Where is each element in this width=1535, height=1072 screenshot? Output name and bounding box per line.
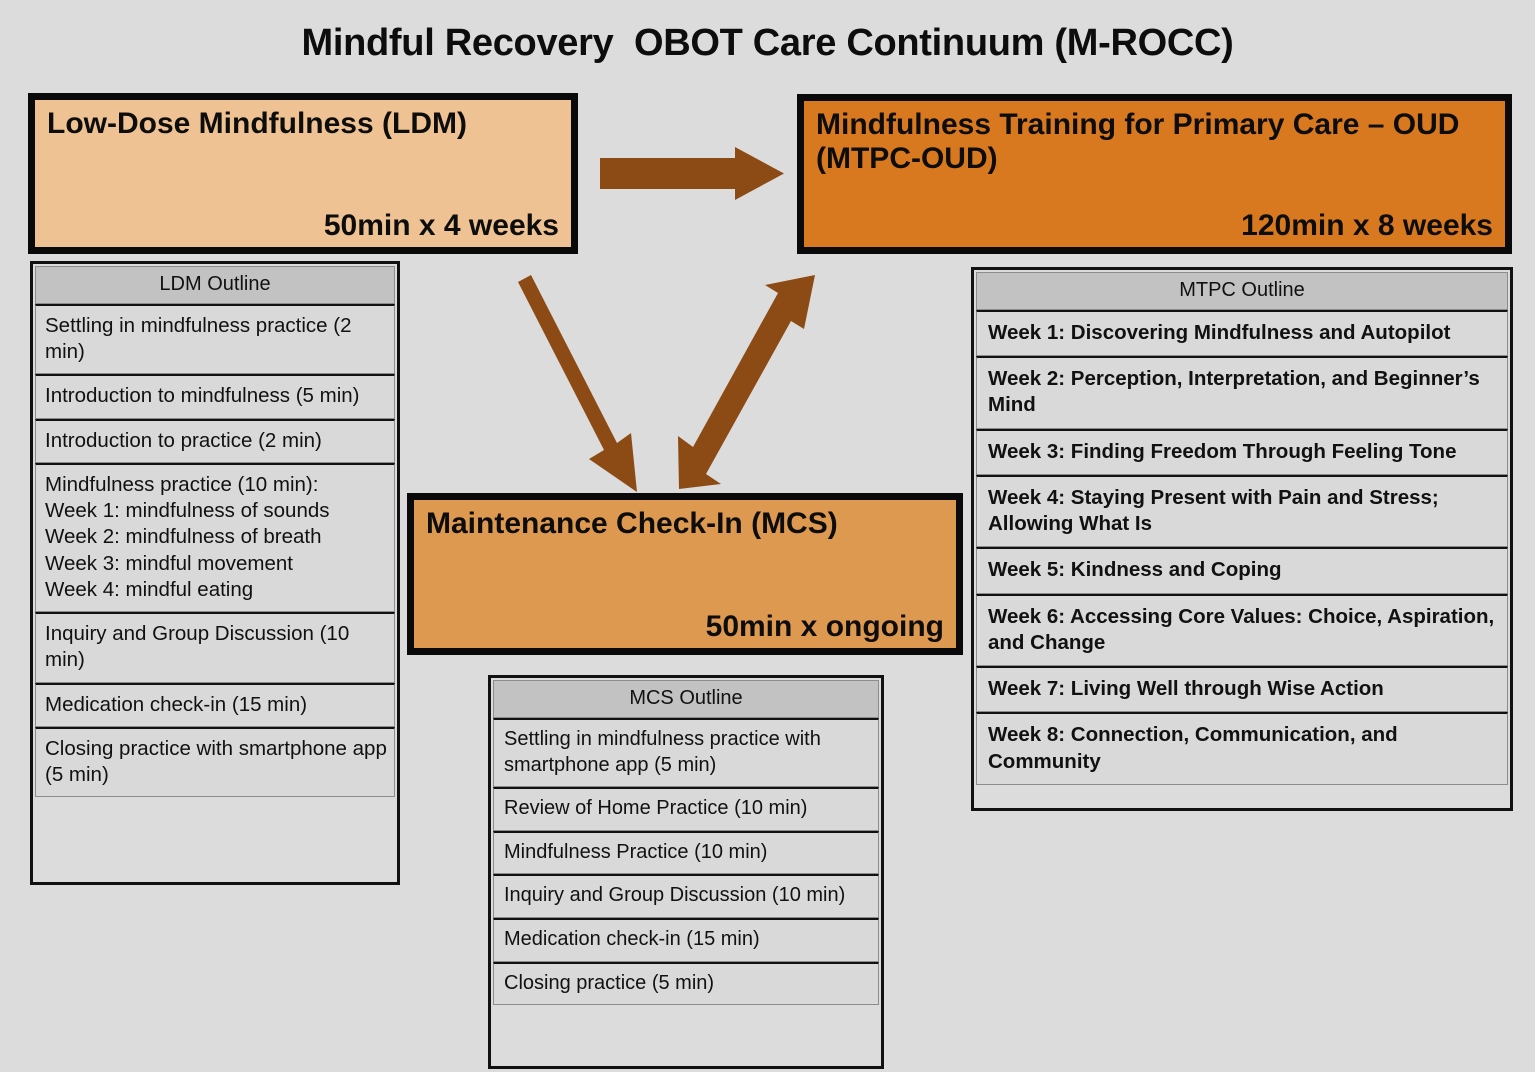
mcs-duration: 50min x ongoing (705, 609, 944, 643)
mtpc-duration: 120min x 8 weeks (1241, 208, 1493, 242)
table-row: Week 1: Discovering Mindfulness and Auto… (976, 310, 1508, 357)
ldm-duration: 50min x 4 weeks (323, 208, 559, 242)
table-row: Introduction to mindfulness (5 min) (35, 374, 395, 419)
ldm-title: Low-Dose Mindfulness (LDM) (47, 107, 467, 140)
page-title: Mindful Recovery OBOT Care Continuum (M-… (301, 22, 1234, 64)
outline-table-mtpc: MTPC Outline Week 1: Discovering Mindful… (971, 267, 1513, 811)
table-row: Inquiry and Group Discussion (10 min) (493, 874, 879, 918)
table-row: Inquiry and Group Discussion (10 min) (35, 612, 395, 683)
table-row: Week 5: Kindness and Coping (976, 547, 1508, 594)
mcs-to-mtpc-arrow (678, 275, 815, 489)
program-box-mtpc[interactable]: Mindfulness Training for Primary Care – … (797, 94, 1512, 254)
outline-table-mcs: MCS Outline Settling in mindfulness prac… (488, 675, 884, 1069)
table-row: Mindfulness Practice (10 min) (493, 830, 879, 875)
table-row: Medication check-in (15 min) (35, 682, 395, 727)
table-row: Closing practice with smartphone app (5 … (35, 726, 395, 798)
table-row: Week 8: Connection, Communication, and C… (976, 712, 1508, 785)
mtpc-title: Mindfulness Training for Primary Care – … (816, 108, 1460, 176)
outline-header-mcs: MCS Outline (493, 680, 879, 718)
table-row: Medication check-in (15 min) (493, 917, 879, 962)
program-box-mcs[interactable]: Maintenance Check-In (MCS) 50min x ongoi… (407, 493, 963, 655)
outline-table-ldm: LDM Outline Settling in mindfulness prac… (30, 261, 400, 885)
table-row: Settling in mindfulness practice (2 min) (35, 304, 395, 375)
table-row: Week 6: Accessing Core Values: Choice, A… (976, 593, 1508, 667)
table-row: Week 7: Living Well through Wise Action (976, 666, 1508, 713)
table-row: Week 2: Perception, Interpretation, and … (976, 356, 1508, 429)
mcs-title: Maintenance Check-In (MCS) (426, 507, 838, 540)
ldm-to-mcs-arrow (518, 275, 637, 492)
table-row: Review of Home Practice (10 min) (493, 787, 879, 831)
table-row: Week 3: Finding Freedom Through Feeling … (976, 428, 1508, 475)
table-row: Mindfulness practice (10 min): Week 1: m… (35, 462, 395, 613)
table-row: Closing practice (5 min) (493, 961, 879, 1006)
ldm-to-mtpc-arrow (600, 147, 784, 200)
outline-header-mtpc: MTPC Outline (976, 272, 1508, 310)
table-row: Week 4: Staying Present with Pain and St… (976, 474, 1508, 548)
table-row: Settling in mindfulness practice with sm… (493, 718, 879, 788)
outline-header-ldm: LDM Outline (35, 266, 395, 304)
program-box-ldm[interactable]: Low-Dose Mindfulness (LDM) 50min x 4 wee… (28, 93, 578, 254)
table-row: Introduction to practice (2 min) (35, 418, 395, 463)
